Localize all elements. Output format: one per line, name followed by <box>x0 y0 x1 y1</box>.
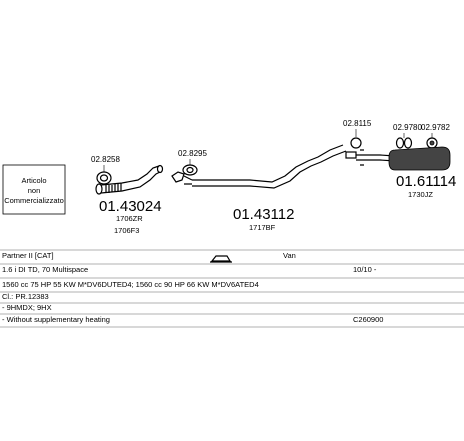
clamp-1-code: 02.8258 <box>91 155 120 164</box>
part-3-ref: 1730JZ <box>408 190 433 199</box>
clamp-icon <box>182 164 198 176</box>
part-1-ref-a: 1706ZR <box>116 214 143 223</box>
part-2-number: 01.43112 <box>233 206 294 223</box>
note-2: - 9HMDX; 9HX <box>2 303 52 312</box>
engine-description: 1.6 i DI TD, 70 Multispace <box>2 265 88 274</box>
front-pipe <box>95 164 164 195</box>
not-sold-line-3: Commercializzato <box>4 196 64 205</box>
not-sold-box <box>2 164 66 215</box>
note-1: Cl.: PR.12383 <box>2 292 49 301</box>
rubber-mount-icon <box>395 137 413 149</box>
vehicle-type: Van <box>283 251 296 260</box>
part-1-number: 01.43024 <box>99 198 162 215</box>
catalog-code: C260900 <box>353 315 383 324</box>
clamp-2-code: 02.8295 <box>178 149 207 158</box>
clamp-3-code: 02.8115 <box>343 119 372 128</box>
clamp-icon <box>96 171 112 185</box>
flex-joint-icon <box>105 183 122 193</box>
silencer-icon <box>356 146 451 171</box>
engine-spec: 1560 cc 75 HP 55 KW M*DV6DUTED4; 1560 cc… <box>2 280 259 289</box>
part-3-number: 01.61114 <box>396 173 456 190</box>
note-3: - Without supplementary heating <box>2 315 110 324</box>
part-2-ref: 1717BF <box>249 223 276 232</box>
part-1-ref-b: 1706F3 <box>114 226 139 235</box>
production-years: 10/10 - <box>353 265 377 274</box>
clamp-5-code: 02.9782 <box>421 123 450 132</box>
not-sold-line-2: non <box>28 186 41 195</box>
clamp-4-code: 02.9780 <box>393 123 422 132</box>
vehicle-model: Partner II [CAT] <box>2 251 54 260</box>
car-body-icon <box>210 255 232 263</box>
exhaust-pipe-icon <box>171 144 347 189</box>
rubber-mount-icon <box>426 137 438 149</box>
not-sold-line-1: Articolo <box>21 176 46 185</box>
